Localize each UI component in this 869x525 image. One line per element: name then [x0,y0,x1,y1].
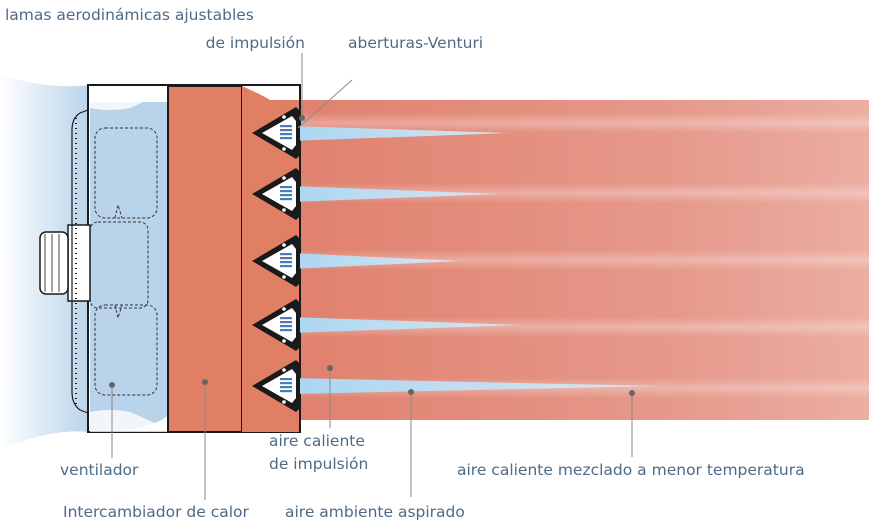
label-louvers-line1: lamas aerodinámicas ajustables [5,6,254,24]
leader-lines [111,53,633,500]
label-louvers-line2: de impulsión [206,34,305,52]
venturi-nozzle [252,107,300,159]
venturi-jets [290,126,660,394]
label-venturi: aberturas-Venturi [348,34,483,52]
heat-exchanger-block [167,85,243,433]
venturi-nozzle [252,168,300,220]
label-mixed-air: aire caliente mezclado a menor temperatu… [457,461,805,479]
warm-air-plume [242,100,869,420]
motor [39,224,91,302]
leader-dots [109,115,635,396]
nozzle-group [252,107,300,412]
label-ambient-air: aire ambiente aspirado [285,503,465,521]
inlet-grille [71,109,89,414]
venturi-nozzle [252,235,300,287]
label-heat-exchanger: Intercambiador de calor [63,503,250,521]
label-hot-air-line2: de impulsión [269,455,368,473]
label-fan: ventilador [60,461,139,479]
venturi-nozzle [252,360,300,412]
venturi-nozzle [252,299,300,351]
label-hot-air-line1: aire caliente [269,432,365,450]
